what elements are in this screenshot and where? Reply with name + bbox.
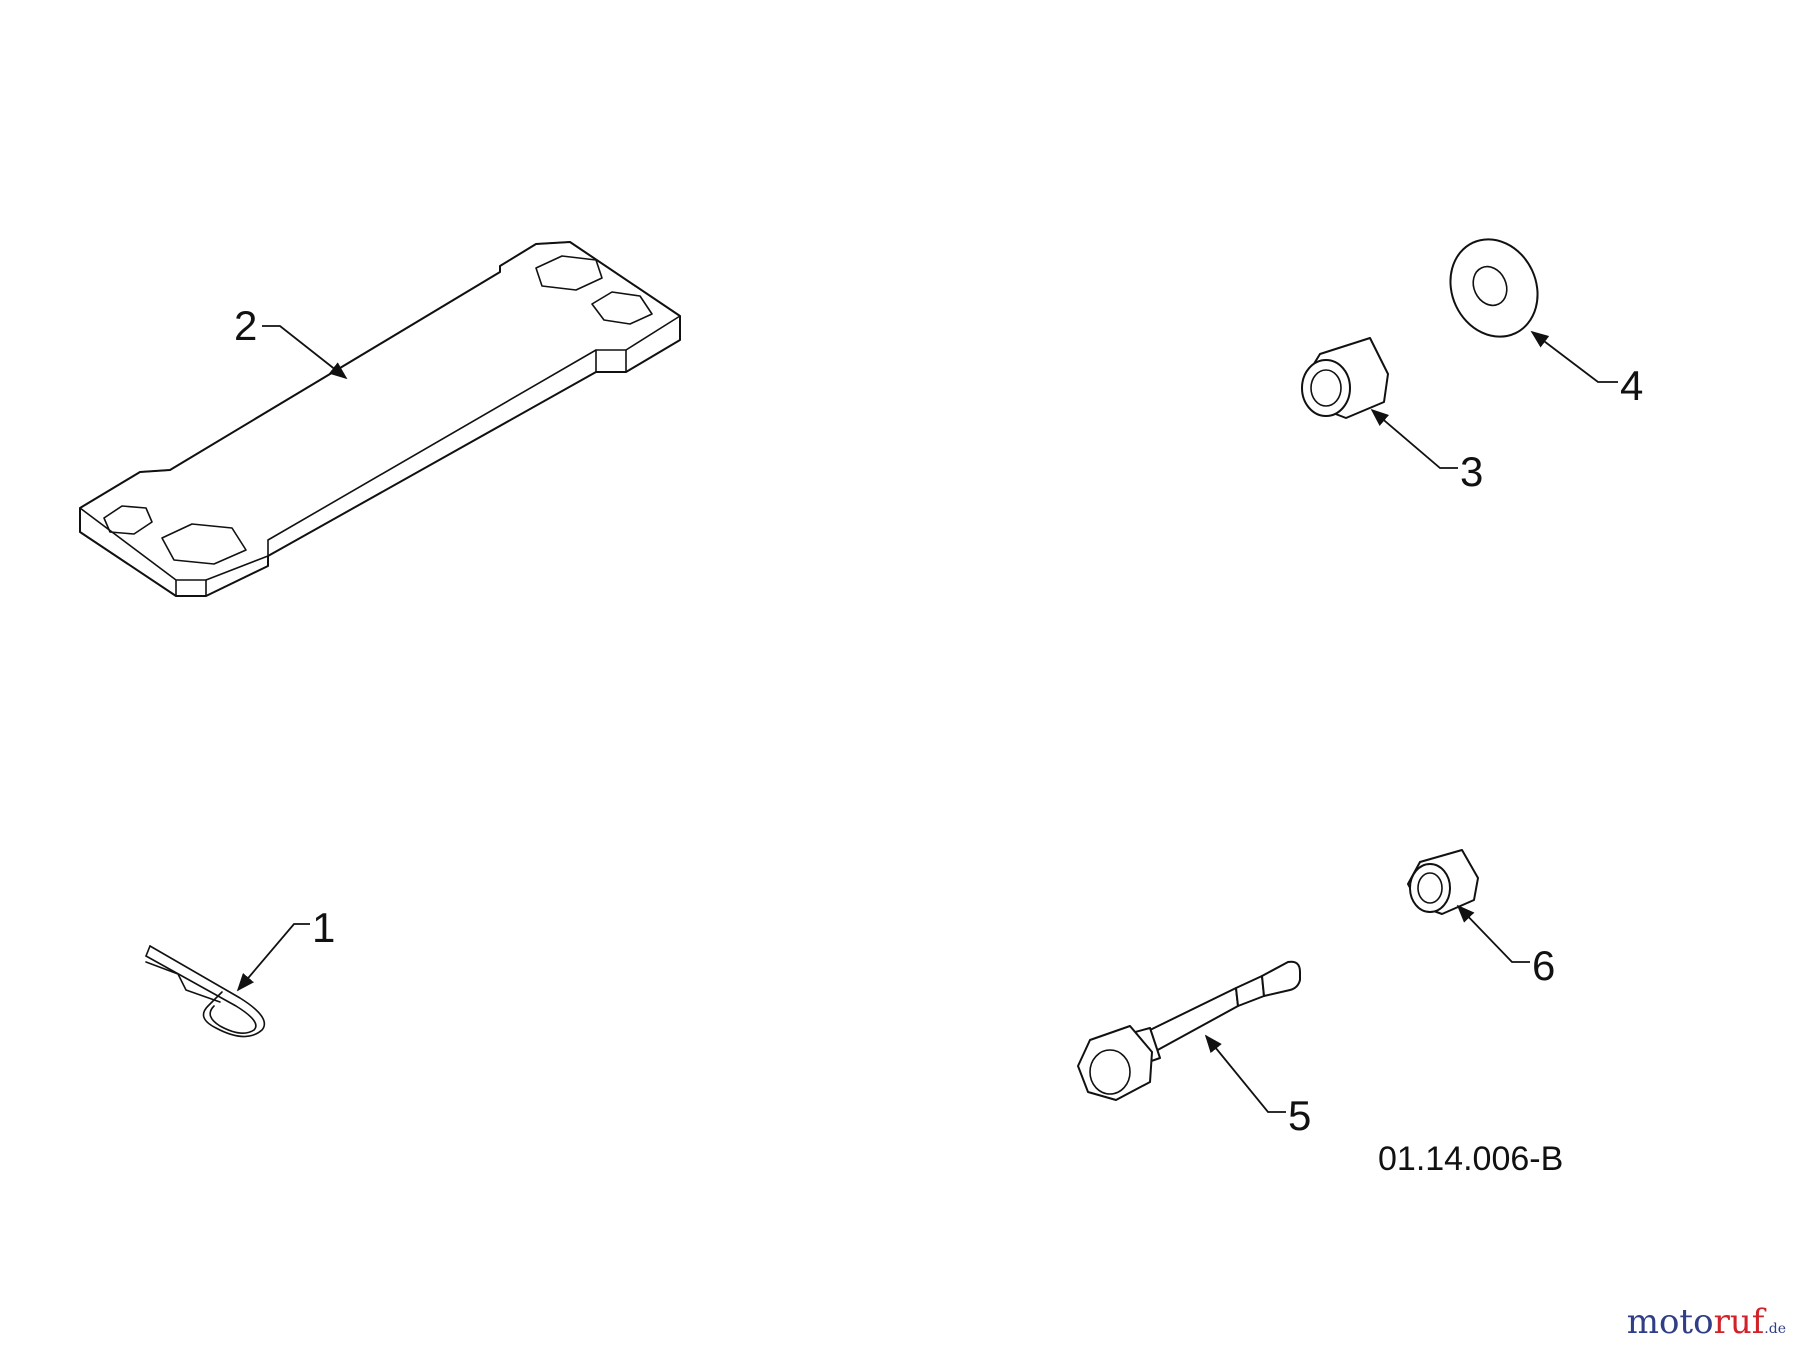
watermark-logo: motoruf.de xyxy=(1627,1302,1786,1342)
lock-nut-part xyxy=(1301,337,1389,419)
callout-5: 5 xyxy=(1288,1092,1311,1139)
leader-line-2 xyxy=(262,325,348,380)
callout-4: 4 xyxy=(1620,362,1643,409)
leader-line-1 xyxy=(236,923,310,992)
watermark-part-2: ruf xyxy=(1713,1302,1765,1342)
leader-line-3 xyxy=(1370,408,1458,469)
callout-1: 1 xyxy=(312,904,335,951)
wrench-plate-part xyxy=(79,241,681,597)
hairpin-clip-part xyxy=(145,945,266,1038)
callout-2: 2 xyxy=(234,302,257,349)
leader-line-4 xyxy=(1530,330,1618,383)
callout-6: 6 xyxy=(1532,942,1555,989)
shoulder-bolt-part xyxy=(1077,960,1301,1101)
small-lock-nut-part xyxy=(1407,849,1479,915)
drawing-code: 01.14.006-B xyxy=(1378,1140,1563,1178)
leader-line-5 xyxy=(1204,1034,1286,1113)
leader-line-6 xyxy=(1456,904,1530,963)
watermark-part-3: .de xyxy=(1764,1321,1786,1337)
flat-washer-part xyxy=(1449,238,1539,338)
watermark-part-1: moto xyxy=(1626,1302,1714,1342)
callout-3: 3 xyxy=(1460,448,1483,495)
